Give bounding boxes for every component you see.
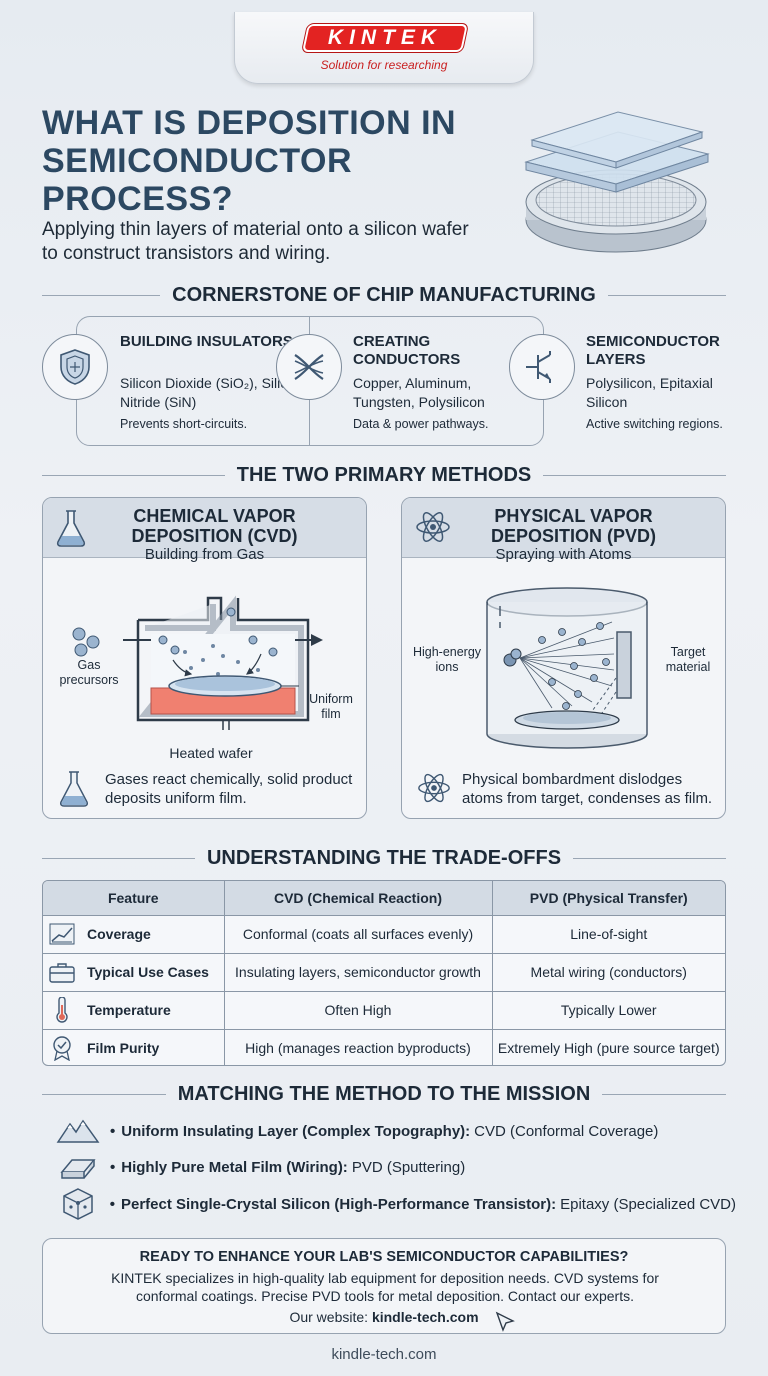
table-row: Typical Use Cases Insulating layers, sem… xyxy=(43,953,725,992)
cornerstone-note: Data & power pathways. xyxy=(353,417,489,431)
twisted-wire-icon xyxy=(276,334,342,400)
mission-heading: MATCHING THE METHOD TO THE MISSION xyxy=(42,1082,726,1106)
cta-website-label: Our website: xyxy=(289,1309,369,1325)
mission-goal: Perfect Single-Crystal Silicon (High-Per… xyxy=(120,1195,557,1213)
cta-body: KINTEK specializes in high-quality lab e… xyxy=(111,1270,659,1304)
table-cell: Coverage xyxy=(43,915,225,954)
table-header-row: Feature CVD (Chemical Reaction) PVD (Phy… xyxy=(43,881,725,916)
table-cell: Typical Use Cases xyxy=(43,953,225,992)
shield-icon xyxy=(42,334,108,400)
list-item: • Highly Pure Metal Film (Wiring): PVD (… xyxy=(56,1152,736,1182)
table-cell: Temperature xyxy=(43,991,225,1030)
cvd-subtitle: Building from Gas xyxy=(144,546,265,563)
cornerstone-text: Polysilicon, Epitaxial Silicon xyxy=(586,375,713,410)
pvd-title: PHYSICAL VAPOR DEPOSITION (PVD) xyxy=(490,506,656,546)
methods-heading: THE TWO PRIMARY METHODS xyxy=(42,463,727,487)
column-header: CVD (Chemical Reaction) xyxy=(224,881,493,916)
page-subtitle: Applying thin layers of material onto a … xyxy=(42,219,469,264)
table-row: Temperature Often High Typically Lower xyxy=(43,991,725,1030)
column-header: PVD (Physical Transfer) xyxy=(492,881,725,916)
cornerstone-title: SEMICONDUCTOR LAYERS xyxy=(586,333,720,368)
footer-url[interactable]: kindle-tech.com xyxy=(331,1346,437,1363)
briefcase-icon xyxy=(49,959,75,985)
cursor-arrow-icon xyxy=(495,1311,515,1332)
atom-icon xyxy=(416,512,450,542)
atom-icon xyxy=(418,773,450,803)
cvd-film-label: Uniform film xyxy=(309,692,353,721)
cta-title: READY TO ENHANCE YOUR LAB'S SEMICONDUCTO… xyxy=(139,1249,629,1265)
table-cell: Often High xyxy=(224,991,493,1030)
table-cell: Metal wiring (conductors) xyxy=(492,953,725,992)
flask-icon xyxy=(56,510,86,547)
pvd-chamber-diagram xyxy=(486,587,648,749)
mission-goal: Highly Pure Metal Film (Wiring): xyxy=(121,1158,348,1176)
brand-tagline: Solution for researching xyxy=(320,58,448,72)
award-badge-icon xyxy=(49,1035,75,1062)
thermometer-icon xyxy=(49,997,75,1023)
page-title: WHAT IS DEPOSITION IN SEMICONDUCTOR PROC… xyxy=(42,104,457,218)
crystal-cube-icon xyxy=(56,1188,100,1220)
card-header xyxy=(402,498,725,558)
cornerstone-text: Copper, Aluminum, Tungsten, Polysilicon xyxy=(353,375,485,410)
bullet: • xyxy=(109,1195,115,1213)
column-header: Feature xyxy=(43,881,225,916)
cornerstone-note: Active switching regions. xyxy=(586,417,723,431)
wafer-stack-illustration xyxy=(524,111,710,253)
cta-website-link[interactable]: kindle-tech.com xyxy=(371,1309,479,1325)
metal-bar-icon xyxy=(56,1152,100,1182)
list-item: • Uniform Insulating Layer (Complex Topo… xyxy=(56,1116,736,1146)
flask-icon xyxy=(60,771,88,807)
pvd-description: Physical bombardment dislodges atoms fro… xyxy=(462,771,713,807)
tradeoffs-table: Feature CVD (Chemical Reaction) PVD (Phy… xyxy=(42,880,726,1066)
table-cell: Typically Lower xyxy=(492,991,725,1030)
mission-goal: Uniform Insulating Layer (Complex Topogr… xyxy=(121,1122,471,1140)
table-cell: High (manages reaction byproducts) xyxy=(224,1029,493,1065)
cornerstone-heading: CORNERSTONE OF CHIP MANUFACTURING xyxy=(42,283,727,307)
cornerstone-title: BUILDING INSULATORS xyxy=(120,333,293,350)
cvd-gas-label: Gas precursors xyxy=(59,658,119,687)
cvd-chamber-diagram xyxy=(72,595,353,730)
table-cell: Extremely High (pure source target) xyxy=(497,1040,720,1057)
pvd-target-label: Target material xyxy=(665,645,711,674)
mission-method: PVD (Sputtering) xyxy=(351,1158,466,1176)
cvd-wafer-label: Heated wafer xyxy=(169,745,253,761)
coverage-chart-icon xyxy=(49,921,75,947)
cta-website-line: Our website: kindle-tech.com xyxy=(43,1309,725,1325)
card-header xyxy=(43,498,366,558)
table-cell: Conformal (coats all surfaces evenly) xyxy=(224,915,493,954)
table-row: Film Purity High (manages reaction bypro… xyxy=(43,1029,725,1065)
table-cell: Film Purity xyxy=(43,1029,225,1065)
mission-method: Epitaxy (Specialized CVD) xyxy=(560,1195,736,1213)
pvd-ions-label: High-energy ions xyxy=(412,645,482,674)
table-row: Coverage Conformal (coats all surfaces e… xyxy=(43,915,725,954)
cornerstone-note: Prevents short-circuits. xyxy=(120,417,248,431)
cvd-title: CHEMICAL VAPOR DEPOSITION (CVD) xyxy=(131,506,298,546)
list-item: • Perfect Single-Crystal Silicon (High-P… xyxy=(56,1188,736,1220)
cta-box: READY TO ENHANCE YOUR LAB'S SEMICONDUCTO… xyxy=(42,1238,726,1334)
cvd-card: CHEMICAL VAPOR DEPOSITION (CVD) Building… xyxy=(42,497,367,819)
pvd-card: PHYSICAL VAPOR DEPOSITION (PVD) Spraying… xyxy=(401,497,726,819)
cornerstone-text: Silicon Dioxide (SiO₂), Silicon Nitride … xyxy=(120,375,303,410)
pvd-subtitle: Spraying with Atoms xyxy=(495,546,632,563)
cornerstone-title: CREATING CONDUCTORS xyxy=(353,333,461,368)
bullet: • xyxy=(110,1122,116,1140)
cvd-description: Gases react chemically, solid product de… xyxy=(105,771,353,807)
brand-logo[interactable]: KINTEK xyxy=(327,26,443,49)
table-cell: Insulating layers, semiconductor growth xyxy=(224,953,493,992)
transistor-icon xyxy=(509,334,575,400)
table-cell: Line-of-sight xyxy=(492,915,725,954)
mission-method: CVD (Conformal Coverage) xyxy=(474,1122,659,1140)
tradeoffs-heading: UNDERSTANDING THE TRADE-OFFS xyxy=(42,846,726,870)
mountain-icon xyxy=(56,1116,100,1146)
bullet: • xyxy=(110,1158,116,1176)
